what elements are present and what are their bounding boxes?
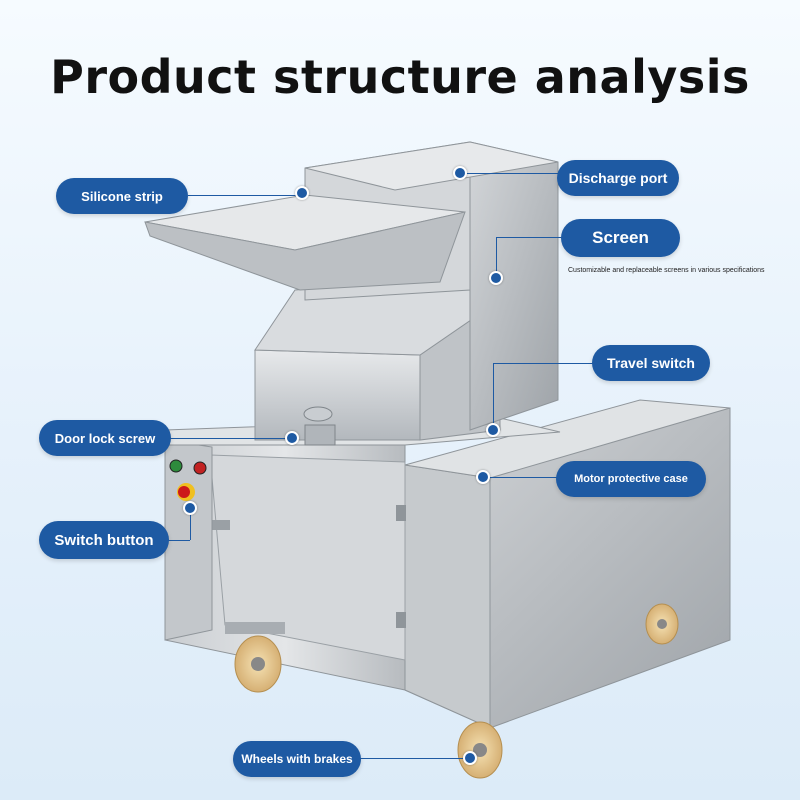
crushing-chamber xyxy=(254,277,501,441)
label-silicone-strip: Silicone strip xyxy=(56,178,188,214)
leader-line-switch-button xyxy=(168,540,190,541)
leader-line-screen-drop xyxy=(496,237,497,277)
label-door-lock-screw: Door lock screw xyxy=(39,420,171,456)
marker-travel-switch xyxy=(486,423,500,437)
screen-note: Customizable and replaceable screens in … xyxy=(568,267,765,274)
marker-switch-button xyxy=(183,501,197,515)
leader-line-travel-switch xyxy=(493,363,593,364)
marker-motor-protective-case xyxy=(476,470,490,484)
door-lock-knob xyxy=(303,406,336,446)
feed-hopper xyxy=(144,194,466,291)
leader-line-discharge-port xyxy=(460,173,560,174)
marker-wheels xyxy=(463,751,477,765)
page-title: Product structure analysis xyxy=(50,50,750,104)
label-screen: Screen xyxy=(561,219,680,257)
leader-line-silicone-strip xyxy=(188,195,302,196)
label-discharge-port: Discharge port xyxy=(557,160,679,196)
leader-line-switch-button-rise xyxy=(190,508,191,540)
label-travel-switch: Travel switch xyxy=(592,345,710,381)
marker-silicone-strip xyxy=(295,186,309,200)
label-motor-protective-case: Motor protective case xyxy=(556,461,706,497)
label-wheels-with-brakes: Wheels with brakes xyxy=(233,741,361,777)
motor-case xyxy=(404,399,731,729)
leader-line-motor-protective-case xyxy=(483,477,557,478)
marker-discharge-port xyxy=(453,166,467,180)
leader-line-screen xyxy=(496,237,562,238)
leader-line-wheels xyxy=(360,758,470,759)
leader-line-travel-switch-drop xyxy=(493,363,494,429)
marker-door-lock-screw xyxy=(285,431,299,445)
marker-screen xyxy=(489,271,503,285)
label-switch-button: Switch button xyxy=(39,521,169,559)
leader-line-door-lock-screw xyxy=(170,438,292,439)
